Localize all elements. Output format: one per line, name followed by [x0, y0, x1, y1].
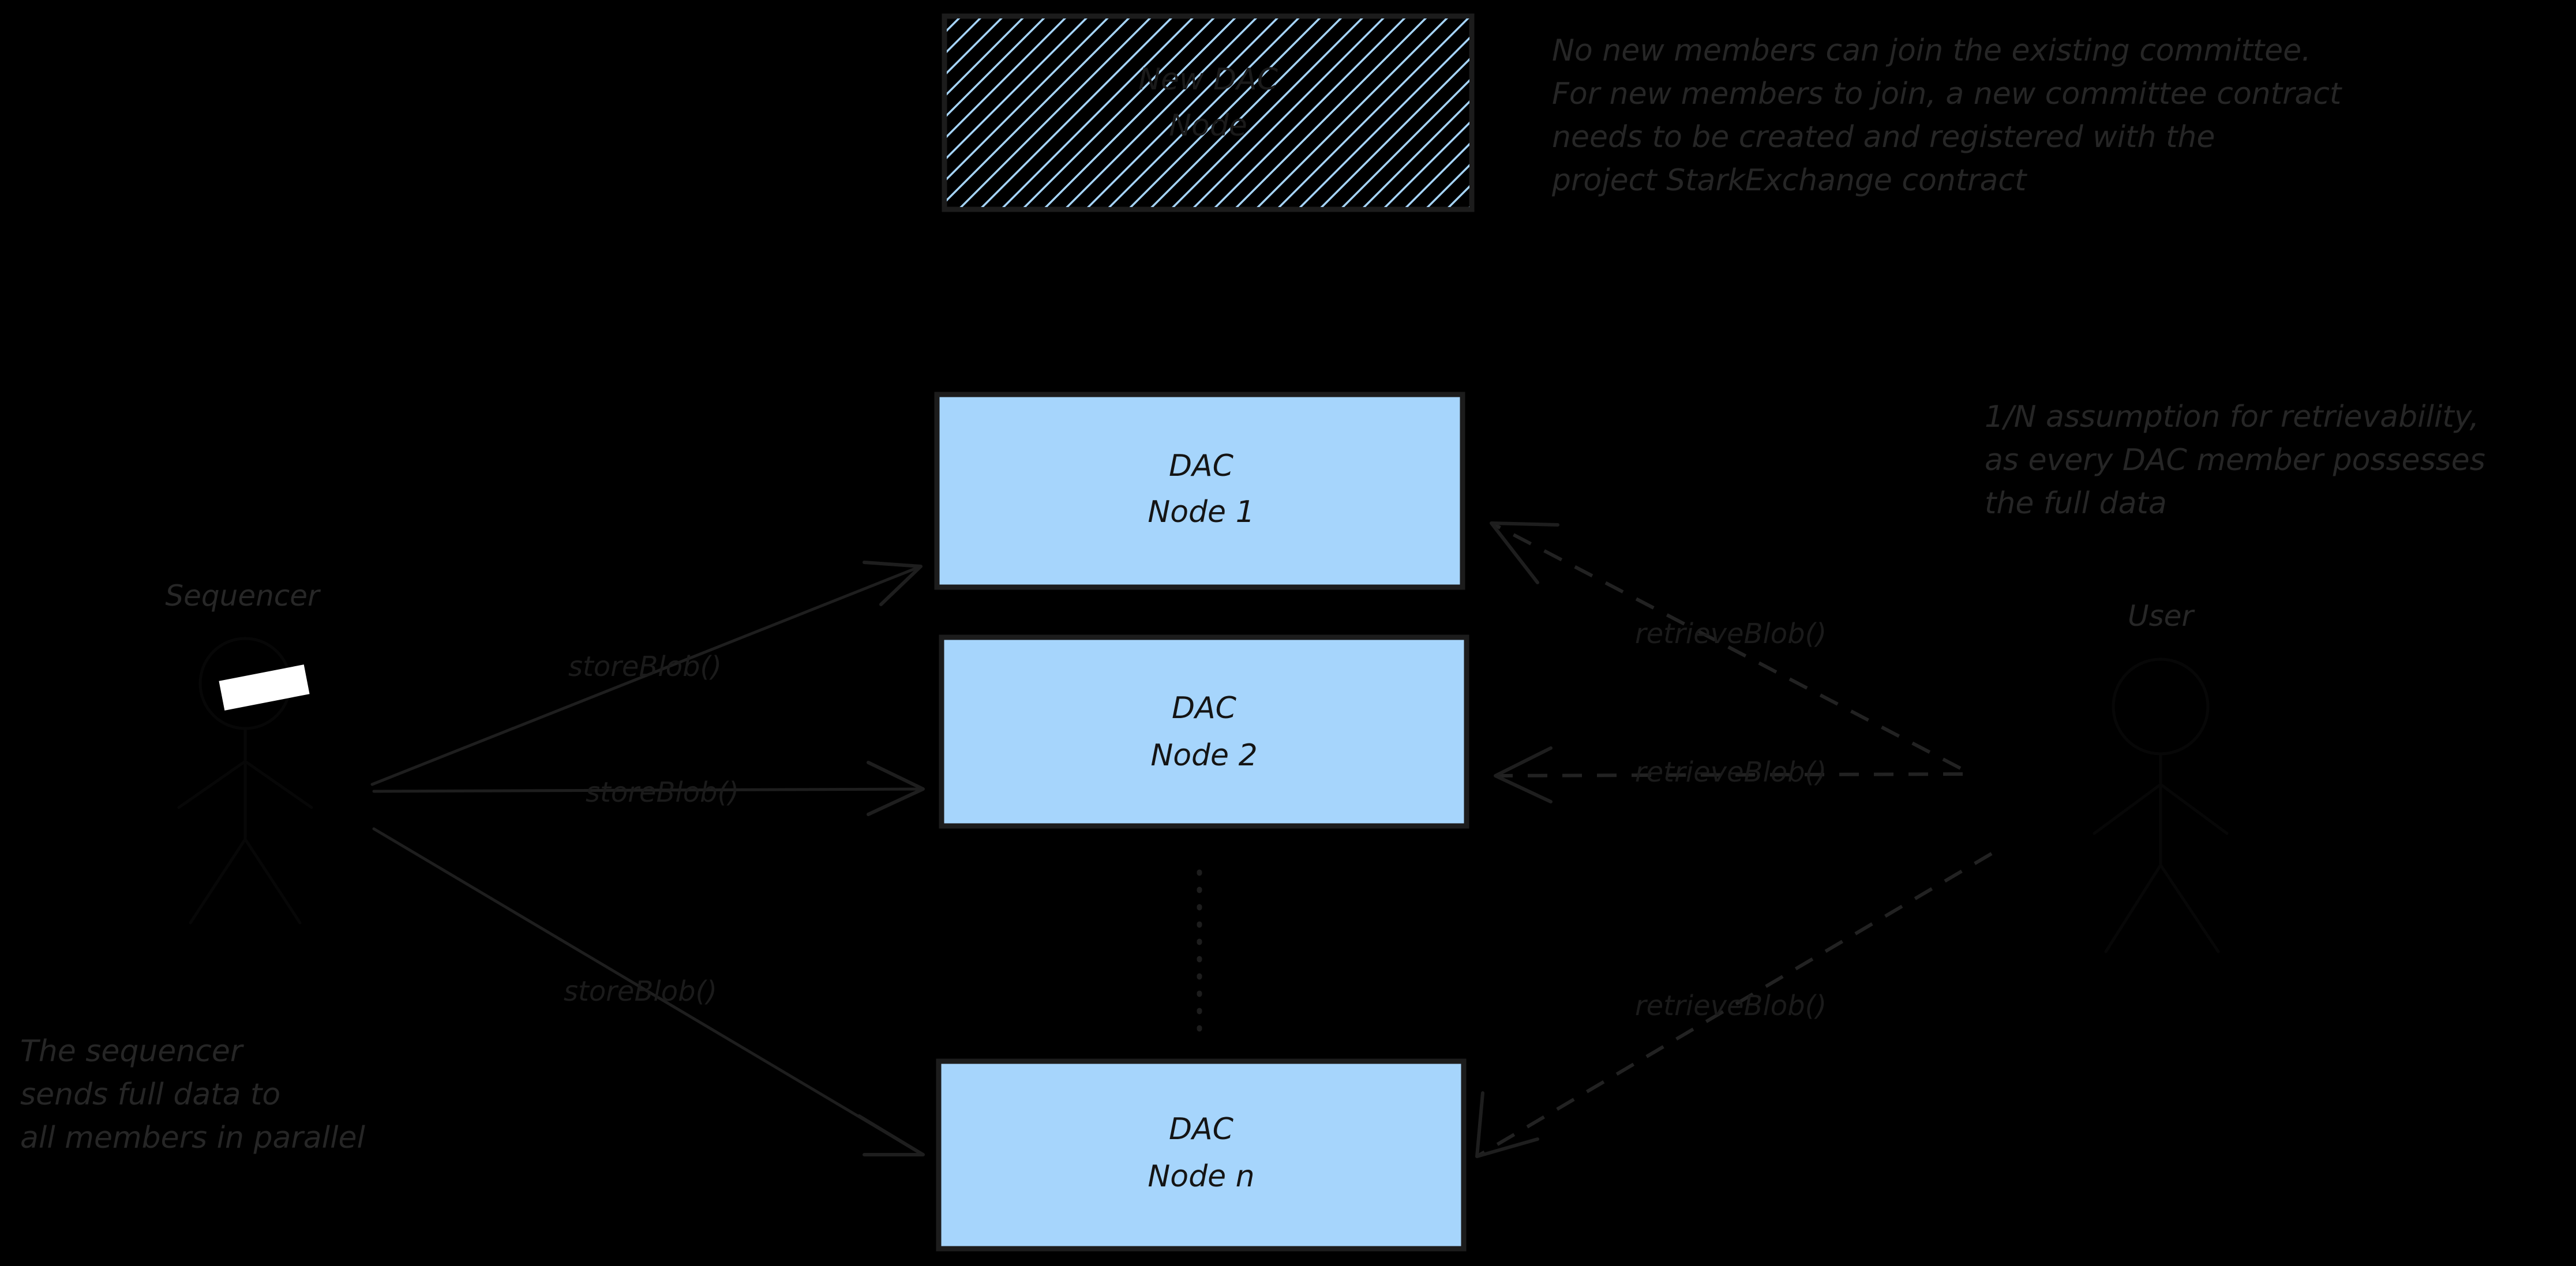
note-parallel-line-3: all members in parallel	[20, 1121, 366, 1155]
dac-node-n-rect	[936, 1058, 1467, 1252]
dac-node-2-rect	[939, 634, 1469, 829]
note-committee-line-3: needs to be created and registered with …	[1552, 120, 2215, 155]
note-committee-line-2: For new members to join, a new committee…	[1552, 77, 2342, 111]
stick-figure-icon	[177, 637, 313, 925]
edge-retrieve-blob-2-label: retrieveBlob()	[1635, 756, 1827, 788]
dac-node-2-box[interactable]: DAC Node 2	[939, 634, 1469, 829]
edge-store-blob-3[interactable]: storeBlob()	[372, 827, 925, 1156]
sequencer-highlight-badge	[219, 664, 310, 711]
note-retrievability: 1/N assumption for retrievability, as ev…	[1985, 400, 2485, 521]
dac-node-1-box[interactable]: DAC Node 1	[934, 392, 1465, 590]
note-retrievability-line-2: as every DAC member possesses	[1985, 443, 2485, 478]
edge-store-blob-3-label: storeBlob()	[564, 975, 717, 1008]
dac-node-2-label-line2: Node 2	[1150, 738, 1257, 773]
new-dac-node-label-line1: New DAC	[1138, 62, 1278, 97]
dac-node-1-label-line1: DAC	[1169, 449, 1234, 483]
new-dac-node-box[interactable]: New DAC Node	[942, 13, 1475, 212]
edge-retrieve-blob-3[interactable]: retrieveBlob()	[1475, 852, 1993, 1158]
note-retrievability-line-1: 1/N assumption for retrievability,	[1985, 400, 2479, 434]
edge-retrieve-blob-1[interactable]: retrieveBlob()	[1490, 521, 1962, 770]
note-retrievability-line-3: the full data	[1985, 486, 2167, 521]
note-committee-line-4: project StarkExchange contract	[1551, 163, 2027, 198]
sequencer-actor[interactable]: Sequencer	[165, 579, 321, 925]
dac-node-n-box[interactable]: DAC Node n	[936, 1058, 1467, 1252]
user-actor[interactable]: User	[2093, 599, 2229, 953]
note-parallel-line-1: The sequencer	[20, 1034, 245, 1069]
dac-node-1-label-line2: Node 1	[1148, 495, 1254, 529]
dac-node-n-label-line1: DAC	[1169, 1112, 1234, 1147]
edge-store-blob-2[interactable]: storeBlob()	[372, 761, 925, 816]
sequencer-label: Sequencer	[165, 579, 321, 613]
user-label: User	[2128, 599, 2195, 633]
note-committee: No new members can join the existing com…	[1551, 33, 2342, 198]
edge-store-blob-2-label: storeBlob()	[586, 776, 739, 809]
note-parallel: The sequencer sends full data to all mem…	[20, 1034, 366, 1155]
note-committee-line-1: No new members can join the existing com…	[1552, 33, 2311, 68]
dac-node-2-label-line1: DAC	[1172, 691, 1237, 726]
new-dac-node-hatch	[947, 18, 1469, 207]
dac-node-n-label-line2: Node n	[1148, 1159, 1254, 1194]
edge-store-blob-1-label: storeBlob()	[568, 651, 722, 683]
new-dac-node-label-line2: Node	[1169, 108, 1247, 143]
edge-retrieve-blob-3-label: retrieveBlob()	[1635, 990, 1827, 1022]
stick-figure-icon	[2093, 658, 2229, 953]
edge-store-blob-1[interactable]: storeBlob()	[370, 561, 923, 786]
edge-retrieve-blob-2[interactable]: retrieveBlob()	[1494, 746, 1963, 803]
note-parallel-line-2: sends full data to	[20, 1077, 280, 1112]
dac-node-1-rect	[934, 392, 1465, 590]
edge-retrieve-blob-1-label: retrieveBlob()	[1635, 618, 1827, 650]
